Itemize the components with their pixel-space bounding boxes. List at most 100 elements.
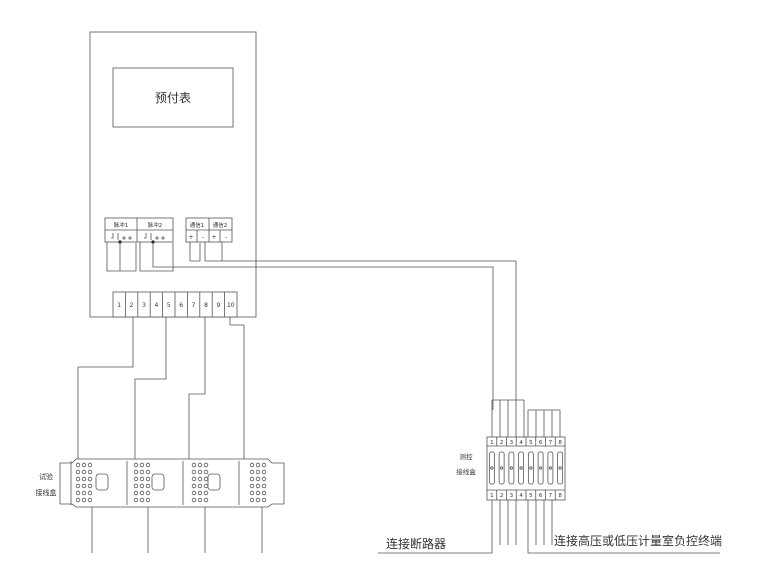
- screw-icon: [255, 497, 261, 503]
- screw-icon: [191, 469, 197, 475]
- measure-slot: [518, 451, 525, 485]
- screw-icon: [81, 462, 87, 468]
- measure-bottom-number: 2: [500, 493, 504, 499]
- screw-icon: [139, 462, 145, 468]
- terminal-number: 9: [216, 302, 220, 309]
- screw-icon: [203, 469, 209, 475]
- signal-wires: [106, 242, 517, 410]
- screw-icon: [145, 490, 151, 496]
- measure-top-number: 5: [529, 440, 533, 446]
- terminal-number: 1: [117, 302, 121, 309]
- measure-slot: [498, 451, 505, 485]
- measure-bottom-number: 3: [510, 493, 514, 499]
- measure-bottom-number: 8: [558, 493, 562, 499]
- screw-icon: [249, 476, 255, 482]
- screw-icon: [87, 469, 93, 475]
- measure-bottom-number: 7: [549, 493, 553, 499]
- measure-top-number: 3: [510, 440, 514, 446]
- screw-icon: [87, 483, 93, 489]
- screw-icon: [261, 483, 267, 489]
- measure-bottom-number: 1: [490, 493, 494, 499]
- measure-slot: [537, 451, 544, 485]
- screw-icon: [261, 476, 267, 482]
- screw-icon: [75, 469, 81, 475]
- screw-icon: [249, 469, 255, 475]
- screw-icon: [145, 483, 151, 489]
- screw-icon: [203, 462, 209, 468]
- screw-icon: [133, 476, 139, 482]
- terminal-number: 5: [167, 302, 171, 309]
- comm1-plus: +: [188, 234, 193, 241]
- terminal-number: 4: [154, 302, 158, 309]
- screw-icon: [255, 469, 261, 475]
- screw-icon: [255, 462, 261, 468]
- terminal-number: 8: [204, 302, 208, 309]
- meter-label: 预付表: [155, 91, 191, 105]
- measure-top-number: 7: [549, 440, 553, 446]
- measure-box-label-line2: 接线盒: [456, 467, 476, 476]
- measure-bottom-number: 4: [519, 493, 523, 499]
- note-right: 连接高压或低压计量室负控终端: [554, 533, 722, 548]
- screw-icon: [145, 462, 151, 468]
- screw-icon: [261, 462, 267, 468]
- comm2-minus: -: [225, 234, 227, 241]
- terminal-number: 7: [192, 302, 196, 309]
- screw-icon: [249, 483, 255, 489]
- measure-slot: [488, 451, 495, 485]
- screw-icon: [139, 483, 145, 489]
- measure-box-label-line1: 测控: [460, 452, 474, 461]
- screw-icon: [203, 490, 209, 496]
- pulse2-label: 脉冲2: [148, 221, 163, 229]
- screw-icon: [191, 483, 197, 489]
- screw-icon: [197, 462, 203, 468]
- screw-icon: [75, 497, 81, 503]
- pulse-symbols: [111, 233, 165, 240]
- screw-icon: [133, 462, 139, 468]
- test-box-wires: [77, 317, 263, 553]
- screw-icon: [255, 490, 261, 496]
- screw-icon: [133, 469, 139, 475]
- screw-icon: [145, 476, 151, 482]
- screw-icon: [139, 497, 145, 503]
- screw-icon: [191, 497, 197, 503]
- screw-icon: [139, 490, 145, 496]
- screw-icon: [249, 490, 255, 496]
- terminal-dividers: [125, 292, 226, 317]
- measure-top-number: 2: [500, 440, 504, 446]
- screw-icon: [133, 497, 139, 503]
- terminal-number: 2: [130, 302, 134, 309]
- screw-icon: [191, 476, 197, 482]
- measure-top-number: 1: [490, 440, 494, 446]
- screw-icon: [145, 469, 151, 475]
- comm2-plus: +: [211, 234, 216, 241]
- measure-top-number: 6: [539, 440, 543, 446]
- measure-bottom-number: 5: [529, 493, 533, 499]
- screw-icon: [87, 497, 93, 503]
- screw-icon: [191, 462, 197, 468]
- screw-icon: [255, 483, 261, 489]
- comm1-label: 通信1: [190, 221, 205, 229]
- measure-slot: [557, 451, 564, 485]
- screw-icon: [81, 469, 87, 475]
- screw-icon: [81, 483, 87, 489]
- screw-icon: [139, 476, 145, 482]
- screw-icon: [133, 490, 139, 496]
- screw-icon: [139, 469, 145, 475]
- screw-icon: [197, 476, 203, 482]
- measure-top-number: 4: [519, 440, 523, 446]
- test-box-label-line1: 试验: [39, 472, 53, 481]
- screw-icon: [249, 497, 255, 503]
- screw-icon: [75, 476, 81, 482]
- screw-icon: [261, 490, 267, 496]
- test-box-label-line2: 接线盒: [36, 488, 57, 497]
- meter-display-box: [112, 67, 234, 128]
- screw-icon: [197, 483, 203, 489]
- note-left: 连接断路器: [386, 536, 446, 551]
- terminal-number: 10: [227, 302, 235, 309]
- screw-icon: [75, 462, 81, 468]
- comm1-minus: -: [202, 234, 204, 241]
- comm2-label: 通信2: [213, 221, 228, 229]
